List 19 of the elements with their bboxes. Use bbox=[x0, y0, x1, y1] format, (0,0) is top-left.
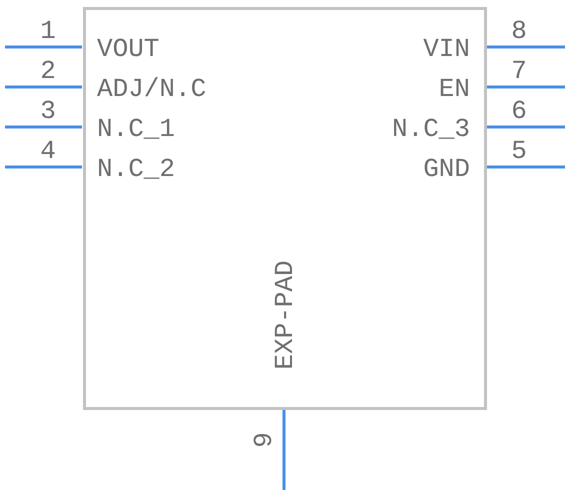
pin-name: N.C_2 bbox=[97, 154, 176, 184]
pin-number: 3 bbox=[40, 96, 56, 126]
pin-number: 9 bbox=[249, 432, 279, 448]
pin-number: 8 bbox=[511, 16, 527, 46]
pin-number: 4 bbox=[40, 136, 56, 166]
pin-number: 7 bbox=[511, 56, 527, 86]
pin-name: EN bbox=[438, 74, 470, 104]
pin-number: 5 bbox=[511, 136, 527, 166]
pin-number: 1 bbox=[40, 16, 56, 46]
pin-name: EXP-PAD bbox=[270, 260, 300, 370]
pin-number: 2 bbox=[40, 56, 56, 86]
pin-name: VIN bbox=[423, 34, 470, 64]
pin-name: VOUT bbox=[97, 34, 160, 64]
chip-body bbox=[83, 7, 487, 410]
pin-name: ADJ/N.C bbox=[97, 74, 206, 104]
pin-name: N.C_1 bbox=[97, 114, 176, 144]
pin-name: GND bbox=[423, 154, 470, 184]
pin-number: 6 bbox=[511, 96, 527, 126]
pin-name: N.C_3 bbox=[392, 114, 470, 144]
